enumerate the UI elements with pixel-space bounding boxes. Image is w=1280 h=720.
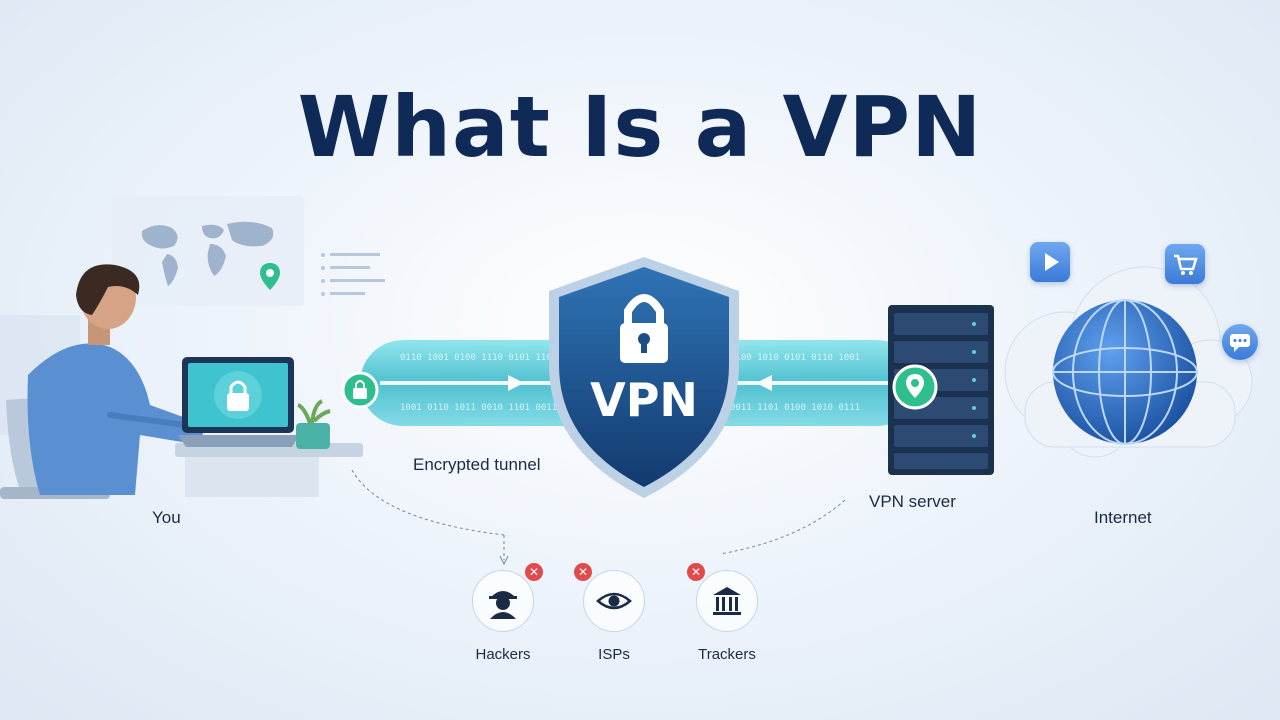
location-pin-icon [892, 364, 938, 410]
server-rack-illustration [888, 305, 994, 475]
hacker-icon [489, 591, 517, 619]
shield-icon [549, 257, 739, 498]
location-pin-icon [260, 263, 280, 290]
blocked-x-icon: ✕ [687, 563, 705, 581]
svg-text:0110 1001 0100 1110 0101 1100: 0110 1001 0100 1110 0101 1100 1001 [400, 353, 584, 363]
vpn-shield: VPN [544, 255, 744, 500]
threat-icon-frame: ✕ [687, 563, 758, 632]
blocked-x-icon: ✕ [525, 563, 543, 581]
svg-text:1100 1010 0101 0110 1001: 1100 1010 0101 0110 1001 [730, 353, 860, 363]
threat-connector-lines [351, 469, 846, 566]
label-you: You [152, 508, 181, 527]
video-play-icon [1030, 242, 1070, 282]
svg-text:1001 0110 1011 0010 1101 0011: 1001 0110 1011 0010 1101 0011 0110 [400, 403, 584, 413]
blocked-x-icon: ✕ [574, 563, 592, 581]
label-internet: Internet [1094, 508, 1152, 527]
bank-icon [713, 587, 741, 615]
user-at-laptop-illustration [0, 264, 363, 499]
shopping-cart-icon [1165, 244, 1205, 284]
svg-text:0011 1101 0100 1010 0111: 0011 1101 0100 1010 0111 [730, 403, 860, 413]
threat-trackers: ✕ Trackers [672, 563, 782, 663]
info-list-decoration [321, 253, 385, 296]
internet-cloud-illustration [1004, 266, 1253, 458]
shield-label: VPN [590, 373, 698, 427]
threat-label: Hackers [475, 646, 531, 663]
label-encrypted-tunnel: Encrypted tunnel [413, 455, 541, 474]
page-title: What Is a VPN [297, 78, 983, 176]
threat-icon-frame: ✕ [472, 563, 543, 632]
chat-bubble-icon [1222, 324, 1258, 360]
threat-label: ISPs [598, 646, 630, 663]
label-vpn-server: VPN server [869, 492, 956, 511]
threat-icon-frame: ✕ [574, 563, 645, 632]
threat-isps: ✕ ISPs [559, 563, 669, 663]
eye-icon [596, 592, 632, 610]
threat-label: Trackers [698, 646, 756, 663]
threat-hackers: ✕ Hackers [448, 563, 558, 663]
